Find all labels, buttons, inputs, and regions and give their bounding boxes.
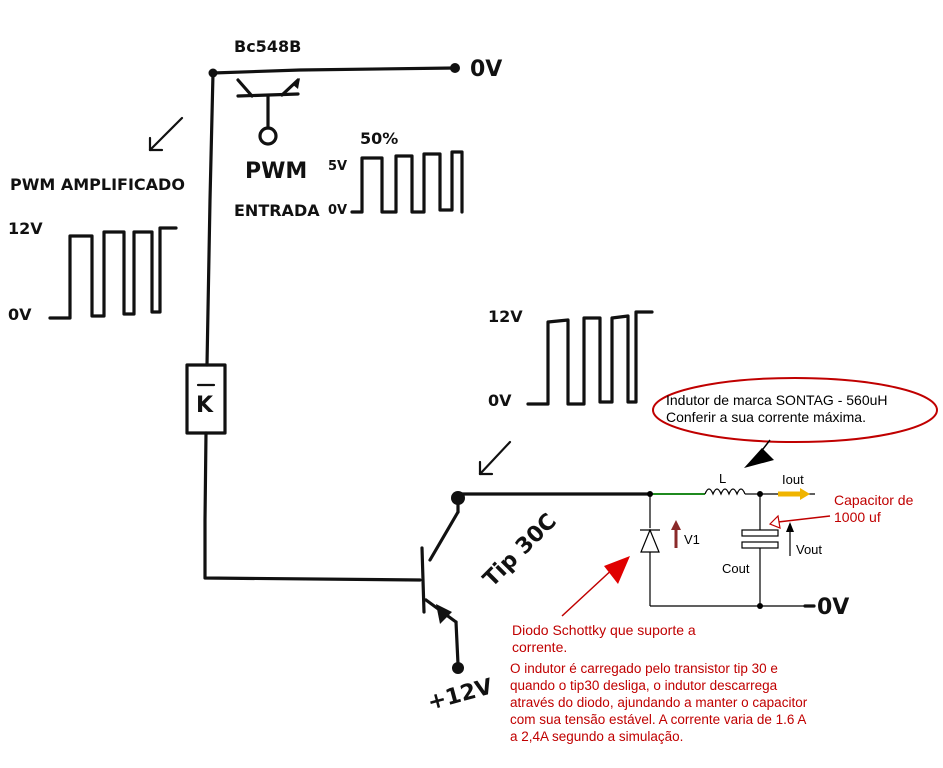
zero-v-bottom-label: 0V xyxy=(817,595,849,620)
vout-label: Vout xyxy=(796,542,822,557)
tip30c-label: Tip 30C xyxy=(479,509,562,592)
bc548b-transistor xyxy=(208,63,460,146)
diode-symbol xyxy=(640,528,660,553)
explanation-note: O indutor é carregado pelo transistor ti… xyxy=(510,660,930,745)
inductor-note-line1: Indutor de marca SONTAG - 560uH xyxy=(666,392,888,408)
v1-label: V1 xyxy=(684,532,700,547)
capacitor-callout-pointer xyxy=(768,514,831,529)
pwm-input-title: PWM xyxy=(245,159,307,184)
diode-note-line2: corrente. xyxy=(512,639,568,655)
supply-label: +12V xyxy=(425,675,495,716)
supply-terminal xyxy=(452,662,464,674)
explanation-line2: quando o tip30 desliga, o indutor descar… xyxy=(510,678,778,693)
inductor-symbol xyxy=(704,488,746,496)
transistor-top-label: Bc548B xyxy=(234,37,301,56)
out-0v-label: 0V xyxy=(488,391,512,410)
amp-0v-label: 0V xyxy=(8,305,32,324)
capacitor-note-line1: Capacitor de xyxy=(834,492,914,508)
pwm-amplified-waveform xyxy=(48,226,178,320)
capacitor-symbol xyxy=(741,529,779,537)
inductor-note-line2: Conferir a sua corrente máxima. xyxy=(666,409,866,425)
tip30c-transistor xyxy=(420,491,465,674)
inductor-callout-pointer xyxy=(744,439,774,468)
pwm-input-0v: 0V xyxy=(328,203,347,218)
capacitor-note: Capacitor de 1000 uf xyxy=(834,492,913,526)
inductor-note: Indutor de marca SONTAG - 560uH Conferir… xyxy=(666,392,888,426)
inductor-label: L xyxy=(719,471,726,486)
explanation-line3: através do diodo, ajundando a manter o c… xyxy=(510,695,808,710)
pwm-input-duty: 50% xyxy=(360,129,398,148)
diode-note: Diodo Schottky que suporte a corrente. xyxy=(512,622,696,656)
inductor-callout-ellipse xyxy=(652,377,938,443)
probe-arrow-right xyxy=(478,440,512,476)
left-vertical-wire: K xyxy=(185,71,422,582)
buck-output-stage xyxy=(456,488,816,609)
pwm-input-entrada: ENTRADA xyxy=(234,201,320,220)
amp-12v-label: 12V xyxy=(8,219,43,238)
out-12v-label: 12V xyxy=(488,307,523,326)
explanation-line4: com sua tensão estável. A corrente varia… xyxy=(510,712,807,727)
pwm-amplified-title: PWM AMPLIFICADO xyxy=(10,175,185,194)
terminal-0v-top xyxy=(450,63,460,73)
cout-label: Cout xyxy=(722,561,750,576)
pwm-input-waveform xyxy=(350,150,464,214)
diode-callout-pointer xyxy=(561,556,630,617)
iout-label: Iout xyxy=(782,472,804,487)
probe-arrow-left xyxy=(148,116,184,152)
explanation-line5: a 2,4A segundo a simulação. xyxy=(510,729,684,744)
pwm-input-terminal xyxy=(258,126,278,146)
pwm-input-5v: 5V xyxy=(328,159,347,174)
capacitor-note-line2: 1000 uf xyxy=(834,509,881,525)
zero-v-top-label: 0V xyxy=(470,57,502,82)
ic-symbol: K xyxy=(196,393,214,418)
explanation-line1: O indutor é carregado pelo transistor ti… xyxy=(510,661,778,676)
iout-arrow xyxy=(778,488,810,500)
diode-note-line1: Diodo Schottky que suporte a xyxy=(512,622,696,638)
pwm-output-waveform xyxy=(526,310,654,406)
